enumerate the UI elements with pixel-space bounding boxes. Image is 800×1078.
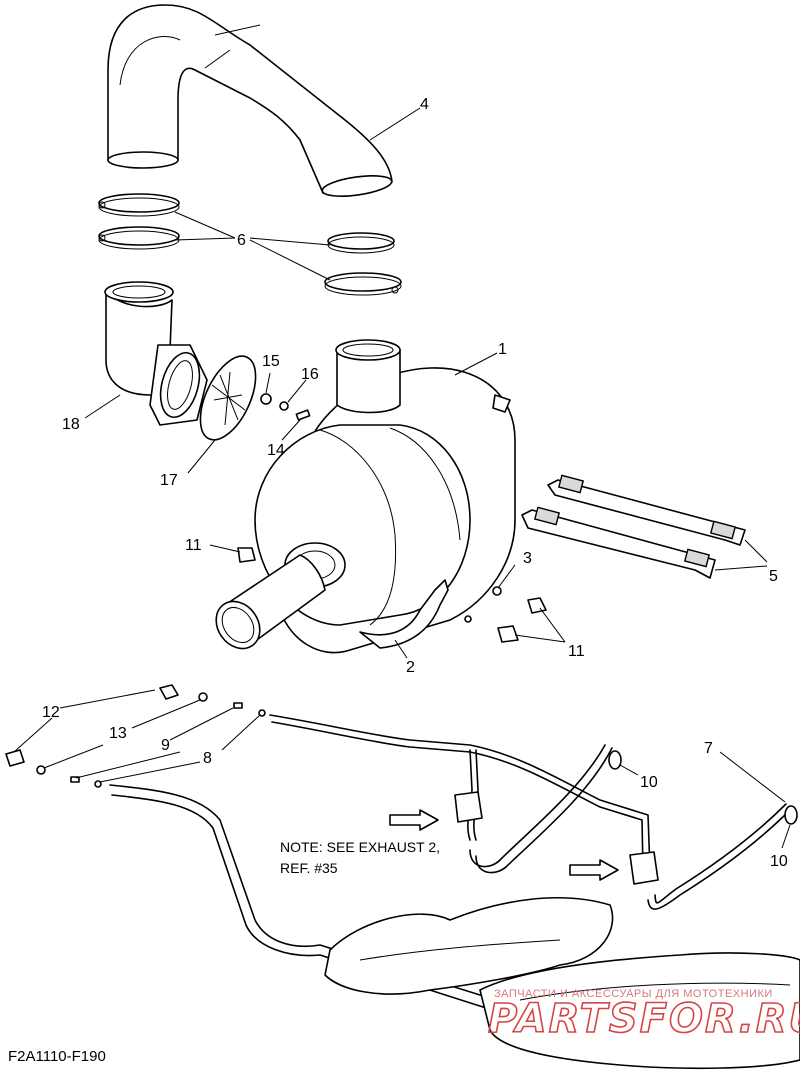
callout-1: 1 (498, 341, 507, 358)
callout-11-left: 11 (185, 537, 202, 554)
tubing-assembly-part-7 (269, 714, 798, 910)
callout-17: 17 (160, 472, 178, 489)
callout-2: 2 (406, 659, 415, 676)
callout-14: 14 (267, 442, 285, 459)
callout-3: 3 (523, 550, 532, 567)
mounting-strap-part-2 (359, 579, 449, 649)
small-hardware-8-9-12-13 (5, 684, 266, 788)
watermark-tagline: ЗАПЧАСТИ И АКСЕССУАРЫ ДЛЯ МОТОТЕХНИКИ (494, 988, 773, 1000)
gasket-part-17 (199, 355, 257, 441)
note-block: NOTE: SEE EXHAUST 2, REF. #35 (280, 839, 440, 876)
callout-5: 5 (769, 568, 778, 585)
watermark: ЗАПЧАСТИ И АКСЕССУАРЫ ДЛЯ МОТОТЕХНИКИ PA… (487, 988, 800, 1043)
leader-lines (13, 107, 791, 849)
watermark-logo: PARTSFOR.RU (488, 996, 800, 1042)
elbow-flange-part-18 (104, 281, 208, 426)
callout-18: 18 (62, 416, 80, 433)
callout-13: 13 (109, 725, 127, 742)
lower-exhaust-pipe (109, 784, 800, 1070)
callout-10-right: 10 (770, 853, 788, 870)
figure-code: F2A1110-F190 (8, 1048, 106, 1065)
callout-6: 6 (237, 232, 246, 249)
note-line-2: REF. #35 (280, 860, 338, 876)
clamps-part-6 (98, 193, 402, 296)
note-line-1: NOTE: SEE EXHAUST 2, (280, 839, 440, 855)
nut-part-3 (464, 586, 502, 623)
callout-numbers: 4 6 1 15 16 18 14 17 11 3 5 11 2 12 13 7… (42, 96, 788, 870)
callout-16: 16 (301, 366, 319, 383)
callout-12: 12 (42, 704, 60, 721)
callout-9: 9 (161, 737, 170, 754)
muffler-body-part-1 (215, 339, 516, 654)
callout-15: 15 (262, 353, 280, 370)
clips-part-11 (237, 547, 547, 643)
callout-4: 4 (420, 96, 429, 113)
exhaust-pipe-part-4 (107, 4, 393, 197)
callout-10-mid: 10 (640, 774, 658, 791)
callout-7: 7 (704, 740, 713, 757)
callout-8: 8 (203, 750, 212, 767)
rubber-straps-part-5 (521, 474, 746, 579)
fasteners-14-15-16 (260, 393, 311, 421)
note-arrows (389, 809, 619, 881)
callout-11-right: 11 (568, 643, 585, 660)
